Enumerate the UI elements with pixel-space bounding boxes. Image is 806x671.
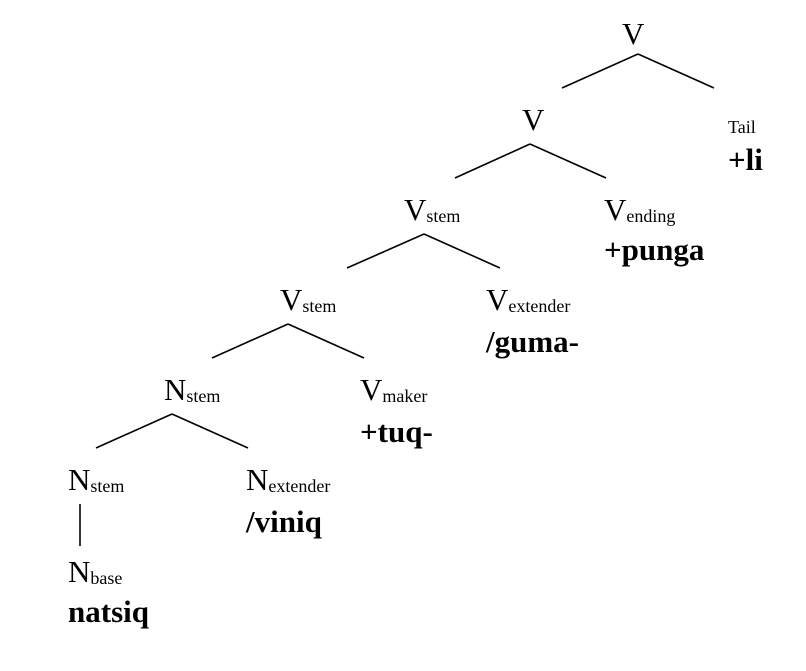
branch-nstem-upper-right	[171, 413, 249, 449]
node-nstem-lower-sub: stem	[90, 476, 125, 496]
node-vending-label: V	[604, 192, 627, 227]
node-v-top-label: V	[622, 16, 645, 51]
node-nextender-sub: extender	[268, 476, 331, 496]
branch-v-mid-left	[454, 143, 531, 179]
branch-vstem-upper-right	[423, 233, 501, 269]
node-vending: Vending	[604, 194, 675, 225]
node-nbase: Nbase	[68, 556, 122, 587]
node-nstem-lower-label: N	[68, 462, 91, 497]
node-vstem-upper: Vstem	[404, 194, 460, 225]
node-tail-label: Tail	[728, 117, 756, 137]
node-vstem-upper-sub: stem	[426, 206, 461, 226]
node-v-mid-label: V	[522, 102, 545, 137]
node-nextender: Nextender	[246, 464, 330, 495]
morpheme-tail: +li	[728, 142, 763, 177]
node-vmaker: Vmaker	[360, 374, 427, 405]
node-nstem-upper: Nstem	[164, 374, 220, 405]
branch-nstem-upper-left	[95, 413, 173, 449]
node-v-top: V	[622, 18, 644, 49]
node-nstem-upper-label: N	[164, 372, 187, 407]
node-vextender: Vextender	[486, 284, 570, 315]
morpheme-vmaker: +tuq-	[360, 414, 433, 449]
node-nbase-sub: base	[90, 568, 123, 588]
node-vextender-label: V	[486, 282, 509, 317]
branch-v-mid-right	[529, 143, 607, 179]
node-nbase-label: N	[68, 554, 91, 589]
node-vstem-upper-label: V	[404, 192, 427, 227]
node-nextender-label: N	[246, 462, 269, 497]
node-vmaker-sub: maker	[382, 386, 428, 406]
branch-vstem-upper-left	[346, 233, 425, 269]
node-vending-sub: ending	[626, 206, 676, 226]
node-v-mid: V	[522, 104, 544, 135]
branch-vstem-lower-right	[287, 323, 365, 359]
node-vstem-lower: Vstem	[280, 284, 336, 315]
morpheme-vextender: /guma-	[486, 324, 579, 359]
morpheme-vending: +punga	[604, 232, 705, 267]
branch-v-top-right	[637, 53, 715, 89]
node-vmaker-label: V	[360, 372, 383, 407]
branch-vstem-lower-left	[211, 323, 289, 359]
node-vstem-lower-sub: stem	[302, 296, 337, 316]
branch-v-top-left	[561, 53, 639, 89]
node-nstem-upper-sub: stem	[186, 386, 221, 406]
node-vextender-sub: extender	[508, 296, 571, 316]
node-vstem-lower-label: V	[280, 282, 303, 317]
node-tail: Tail	[728, 118, 756, 136]
node-nstem-lower: Nstem	[68, 464, 124, 495]
morpheme-nextender: /viniq	[246, 504, 322, 539]
morpheme-nbase: natsiq	[68, 594, 149, 629]
